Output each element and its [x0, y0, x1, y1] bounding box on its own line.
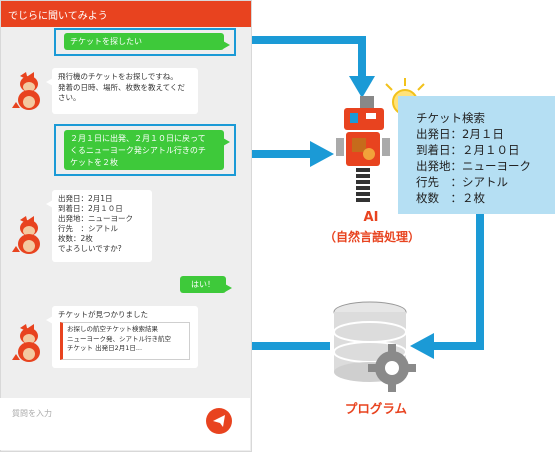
dragon-avatar-icon [12, 216, 46, 256]
ticket-search-info-box: チケット検索 出発日：2月１日 到着日：２月１０日 出発地：ニューヨーク 行先 … [398, 96, 555, 214]
arrow-to-program [432, 214, 484, 350]
info-line: 出発日：2月１日 [416, 127, 504, 141]
bot-message-1: 飛行機のチケットをお探しですね。 発着の日時、場所、枚数を教えてくだ さい。 [46, 68, 198, 114]
arrow-to-ai-top [236, 36, 366, 78]
highlight-user-message-1 [54, 28, 236, 56]
info-line: チケット検索 [416, 111, 485, 125]
user-message-2: ２月１日に出発、２月１０日に戻って くるニューヨーク発シアトル行きのチ ケットを… [64, 130, 230, 170]
info-line: 出発地：ニューヨーク [416, 159, 531, 173]
arrow-to-ai-top-head [349, 76, 375, 98]
user-message-1: チケットを探したい [64, 33, 230, 50]
user-message-3: はい！ [180, 276, 232, 293]
ai-label: AI [363, 210, 379, 225]
send-icon [213, 415, 225, 427]
program-label: プログラム [344, 401, 408, 416]
chat-header: でじらに聞いてみよう [1, 1, 251, 27]
bot-message-3-title: チケットが見つかりました [58, 310, 148, 319]
dragon-avatar-icon [12, 72, 46, 112]
robot-icon [336, 96, 390, 202]
ticket-result-card[interactable]: お探しの航空チケット検索結果 ニューヨーク発、シアトル行き航空 チケット 出発日… [60, 322, 190, 360]
arrow-to-program-head [410, 333, 434, 359]
ai-subtitle: （自然言語処理） [323, 230, 420, 244]
chat-input[interactable]: 質問を入力 [12, 409, 52, 418]
info-line: 枚数 ：２枚 [416, 191, 485, 205]
chat-input-bar: 質問を入力 [0, 398, 250, 450]
bot-message-2: 出発日：2月1日 到着日：2月１０日 出発地：ニューヨーク 行先 ：シアトル 枚… [46, 190, 152, 262]
dragon-avatar-icon [12, 324, 46, 364]
send-button[interactable] [206, 408, 232, 434]
info-line: 到着日：２月１０日 [416, 143, 520, 157]
arrow-to-ai-left-head [310, 141, 334, 167]
gear-icon [368, 344, 416, 392]
highlight-user-message-2 [54, 124, 236, 176]
chat-title: でじらに聞いてみよう [8, 11, 108, 22]
info-line: 行先 ：シアトル [416, 175, 508, 189]
